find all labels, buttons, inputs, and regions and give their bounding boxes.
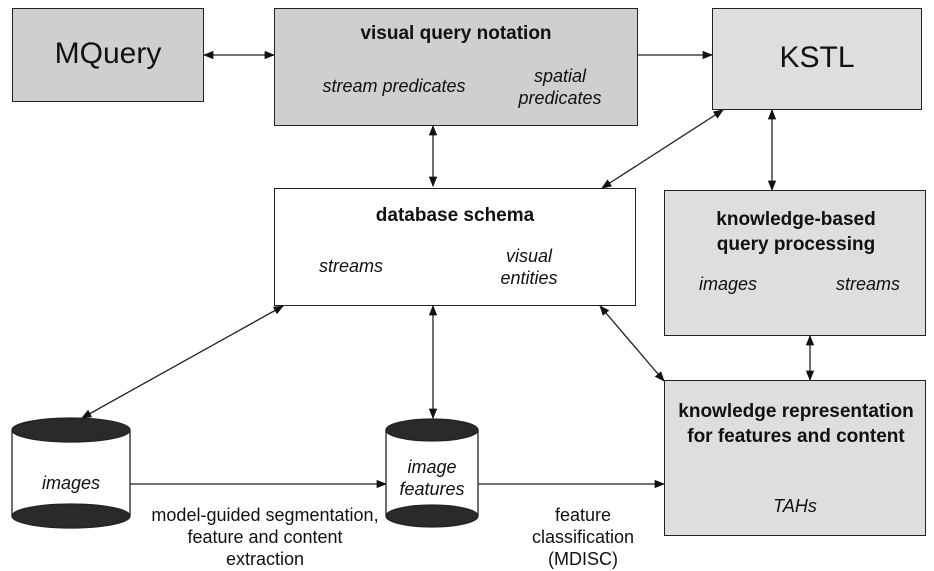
mquery-title: MQuery — [54, 37, 162, 70]
streams-label: streams — [318, 256, 383, 276]
image-features-database-label: image features — [399, 457, 465, 499]
images-database-label: images — [41, 473, 101, 493]
stream-predicates-label: stream predicates — [322, 76, 466, 96]
edge-dbschema-images — [81, 305, 284, 419]
image-features-database-cylinder — [385, 418, 479, 528]
edge-dbschema-knowledgerep — [599, 305, 665, 382]
spatial-predicates-label: spatial predicates — [518, 66, 602, 108]
mquery-node: MQuery — [12, 8, 204, 102]
knowledge-based-query-processing-title: knowledge-based query processing — [716, 209, 876, 255]
edge-kstl-dbschema — [601, 109, 724, 189]
kb-images-label: images — [698, 274, 758, 294]
knowledge-representation-node: knowledge representation for features an… — [664, 380, 926, 536]
visual-query-notation-title: visual query notation — [360, 23, 552, 44]
kstl-node: KSTL — [712, 8, 922, 110]
knowledge-representation-title: knowledge representation for features an… — [678, 401, 914, 447]
extraction-edge-label: model-guided segmentation, feature and c… — [151, 505, 379, 569]
visual-query-notation-node: visual query notation stream predicates … — [274, 8, 638, 126]
knowledge-based-query-processing-node: knowledge-based query processing images … — [664, 190, 926, 336]
database-schema-node: database schema streams visual entities — [274, 188, 636, 306]
kb-streams-label: streams — [835, 274, 900, 294]
tahs-label: TAHs — [773, 496, 817, 516]
classification-edge-label: feature classification (MDISC) — [531, 505, 635, 569]
images-database-cylinder — [11, 417, 131, 529]
kstl-title: KSTL — [779, 41, 855, 74]
database-schema-title: database schema — [375, 205, 535, 226]
visual-entities-label: visual entities — [500, 246, 558, 288]
